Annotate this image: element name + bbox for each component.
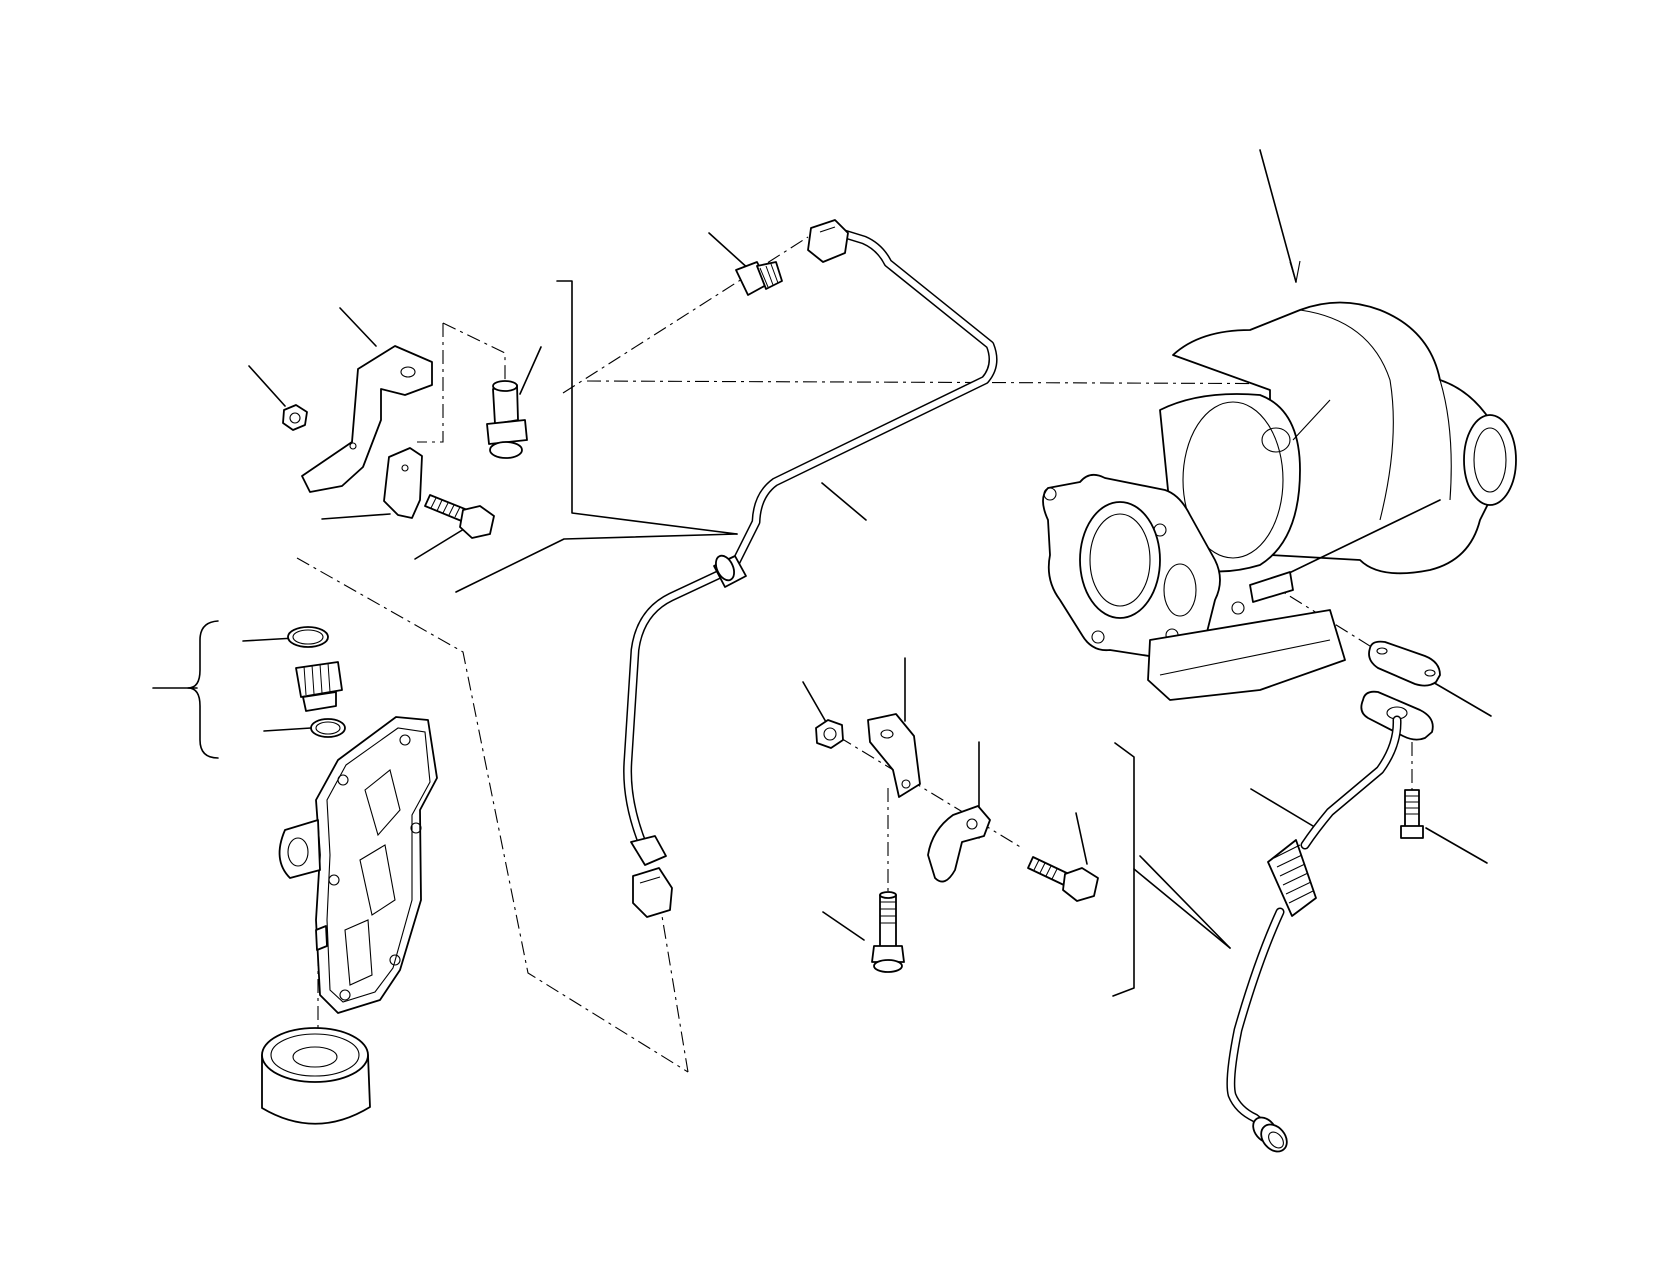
return-flange-bolt <box>1400 789 1424 839</box>
hex-nut <box>282 404 308 431</box>
union-fitting <box>735 261 783 296</box>
oil-feed-pipe <box>623 219 998 918</box>
return-pipe <box>1226 690 1434 1153</box>
flange-gasket <box>1368 640 1441 687</box>
vertical-bolt <box>871 891 905 973</box>
clamp-bolt <box>1027 856 1099 902</box>
clip-bracket <box>383 447 423 519</box>
threaded-adapter <box>295 661 343 712</box>
p-clamp <box>927 805 991 883</box>
hex-nut-middle <box>815 719 844 749</box>
mounting-bracket <box>301 345 433 493</box>
angle-bracket <box>867 713 921 798</box>
sealing-ring-lower <box>310 718 346 738</box>
flange-bolt <box>486 380 528 459</box>
leader-lines <box>152 149 1492 997</box>
group-brace <box>187 620 219 759</box>
cap-screw <box>424 494 495 539</box>
sealing-ring-upper <box>287 626 329 648</box>
oil-filter-cartridge <box>261 1027 371 1125</box>
turbocharger <box>1042 301 1517 701</box>
oil-filter-housing <box>278 716 438 1014</box>
